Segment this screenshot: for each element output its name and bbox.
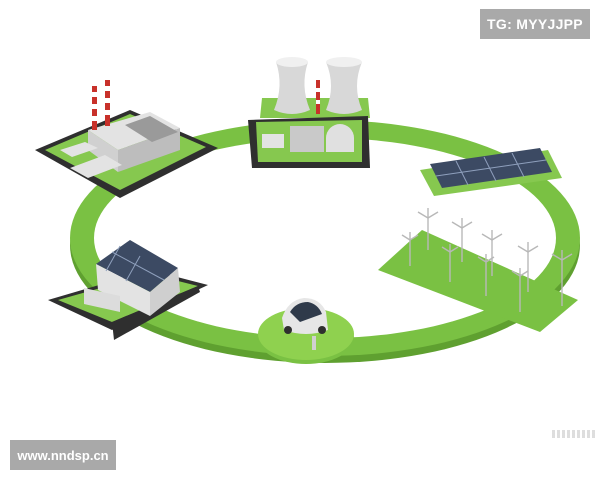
faint-watermark-mark (552, 430, 596, 438)
nuclear-plant-icon (248, 57, 370, 168)
electric-car-icon (258, 298, 354, 364)
watermark-bottom: www.nndsp.cn (10, 440, 116, 470)
watermark-top: TG: MYYJJPP (480, 9, 590, 39)
factory-icon (35, 80, 218, 198)
wind-farm-icon (378, 208, 578, 332)
solar-farm-icon (420, 148, 562, 196)
solar-house-icon (48, 240, 208, 340)
